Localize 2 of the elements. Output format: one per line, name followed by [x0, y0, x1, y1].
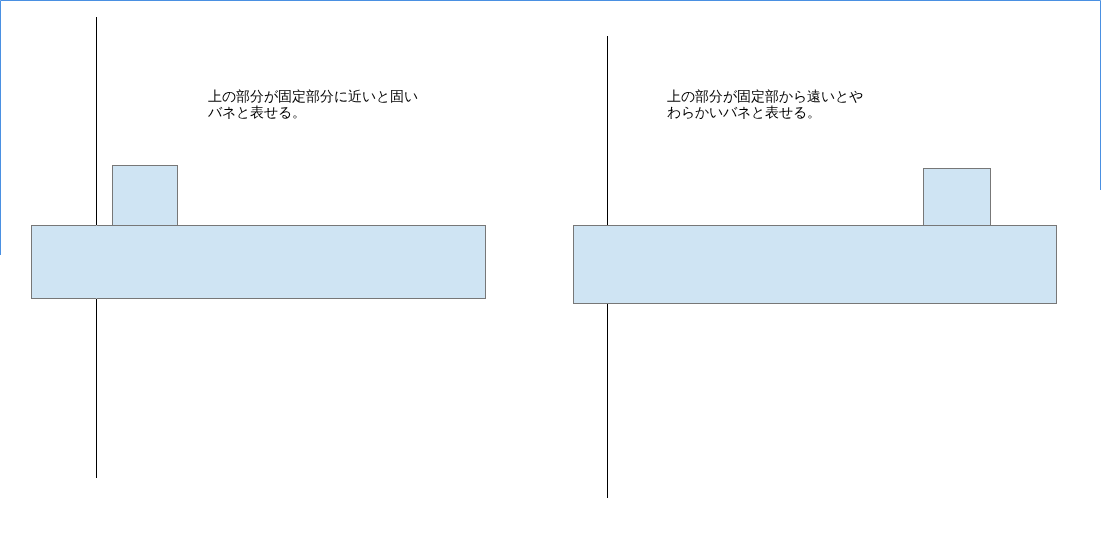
note-text: 上の部分が固定部から遠いとやわらかいバネと表せる。: [667, 88, 864, 120]
note-text: 上の部分が固定部分に近いと固いバネと表せる。: [208, 88, 418, 120]
